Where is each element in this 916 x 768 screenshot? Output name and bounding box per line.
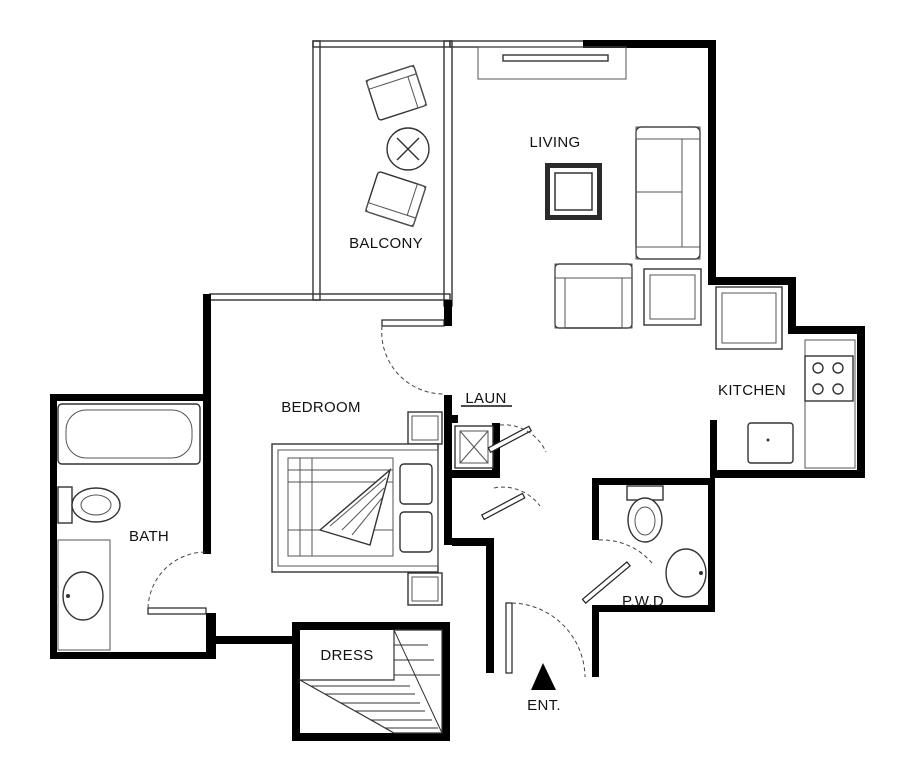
room-label-bath: BATH bbox=[129, 528, 169, 545]
armchair bbox=[554, 263, 633, 329]
room-label-living: LIVING bbox=[530, 134, 581, 151]
double-bed bbox=[271, 443, 439, 573]
room-label-laundry: LAUN bbox=[465, 390, 506, 407]
dress-shelving bbox=[297, 629, 443, 734]
balcony-chair-top bbox=[365, 64, 428, 121]
kitchen-sink bbox=[747, 422, 794, 464]
room-label-bedroom: BEDROOM bbox=[281, 399, 361, 416]
door-entrance[interactable] bbox=[505, 602, 586, 678]
nightstand-bottom bbox=[407, 572, 443, 606]
entrance-arrow-icon bbox=[531, 663, 556, 690]
cooktop bbox=[804, 355, 854, 402]
bath-toilet bbox=[57, 486, 121, 524]
bathtub bbox=[57, 403, 201, 465]
pwd-sink bbox=[665, 548, 707, 598]
room-label-entrance: ENT. bbox=[527, 697, 561, 714]
coffee-table bbox=[545, 163, 602, 220]
refrigerator bbox=[715, 286, 783, 350]
room-label-powder: P.W.D bbox=[622, 593, 664, 610]
balcony-round-table bbox=[386, 127, 430, 171]
washing-machine bbox=[454, 425, 494, 469]
door-balcony-bedroom[interactable] bbox=[381, 319, 445, 395]
door-pwd[interactable] bbox=[581, 539, 653, 604]
side-table bbox=[643, 268, 702, 326]
room-label-dress: DRESS bbox=[320, 647, 373, 664]
door-bedroom-corridor[interactable] bbox=[480, 486, 541, 521]
walls bbox=[50, 40, 865, 741]
door-bath[interactable] bbox=[147, 551, 207, 615]
room-label-kitchen: KITCHEN bbox=[718, 382, 786, 399]
bath-vanity bbox=[57, 539, 111, 651]
balcony-chair-bottom bbox=[364, 171, 427, 228]
kitchen-counter bbox=[804, 339, 856, 469]
room-label-balcony: BALCONY bbox=[349, 235, 423, 252]
sofa-three-seat bbox=[635, 126, 701, 260]
pwd-toilet bbox=[626, 485, 664, 543]
door-laundry[interactable] bbox=[487, 424, 547, 454]
tv-console bbox=[477, 46, 627, 80]
nightstand-top bbox=[407, 411, 443, 445]
